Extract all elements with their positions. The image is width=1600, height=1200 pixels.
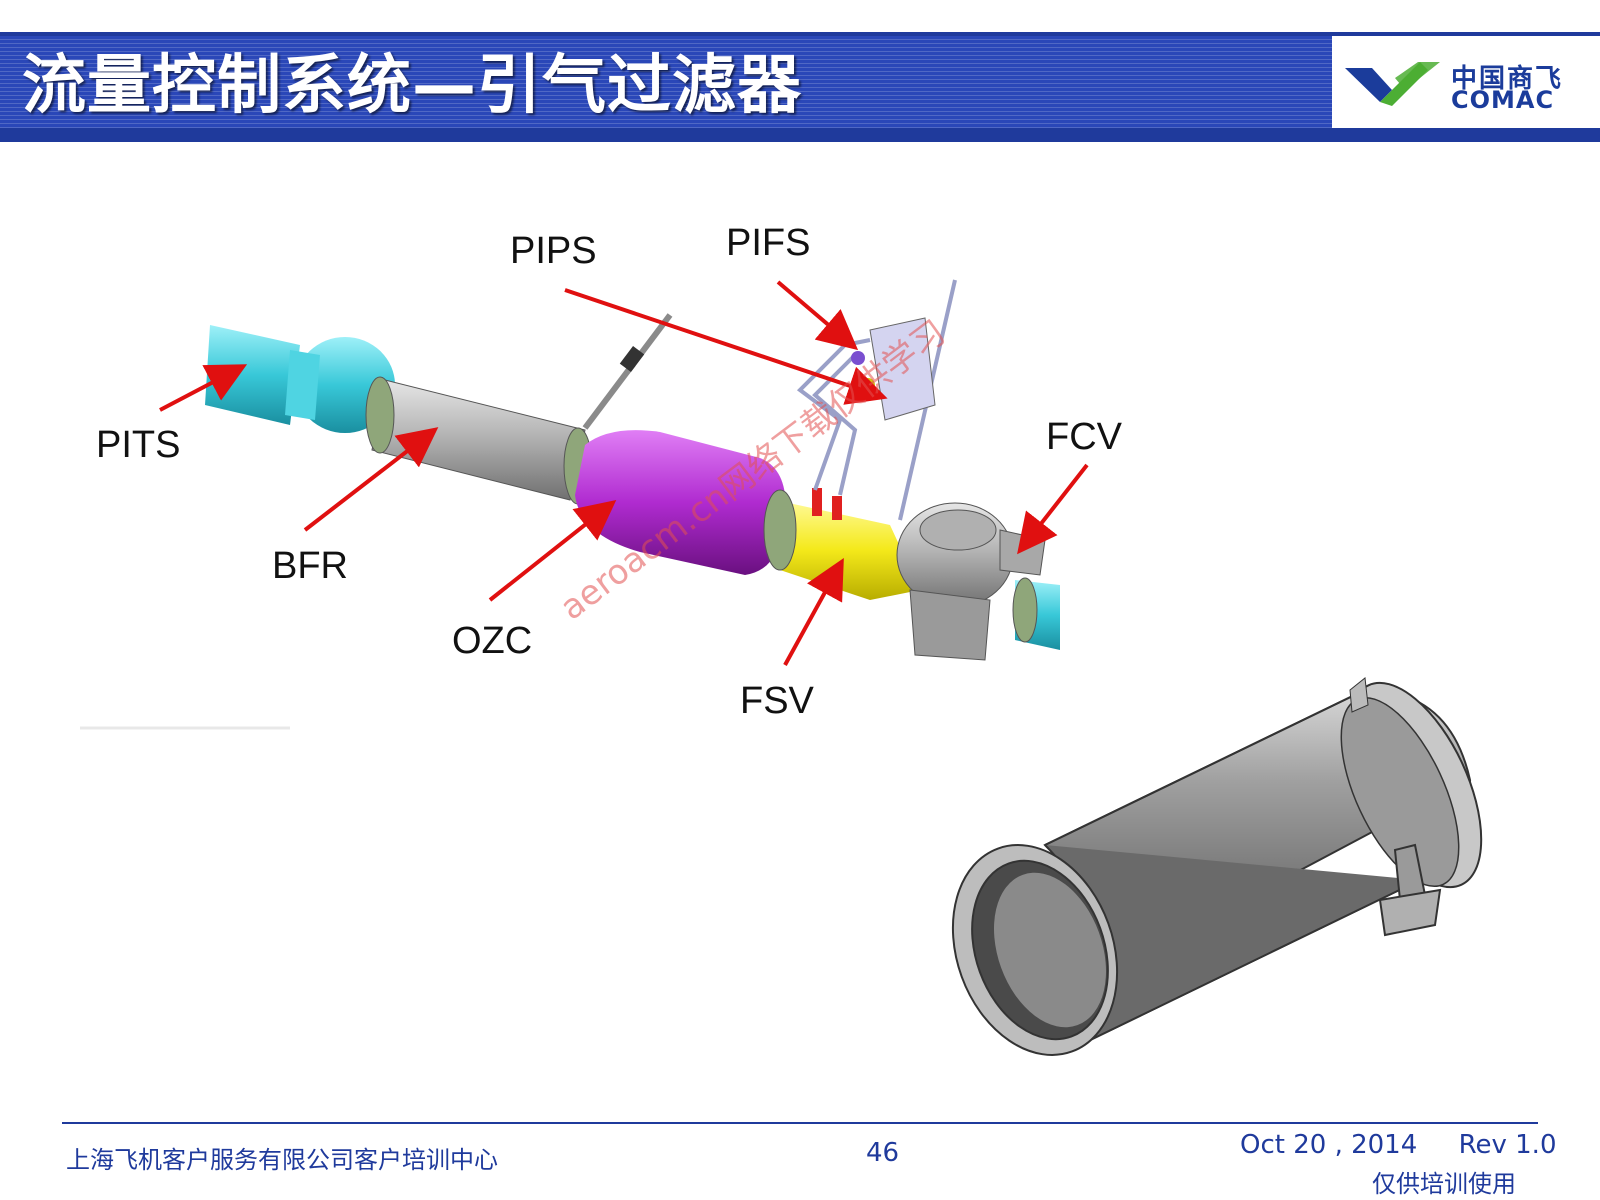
label-pips: PIPS (510, 230, 597, 272)
fcv-valve (896, 502, 1060, 661)
label-fcv: FCV (1046, 416, 1122, 458)
page-number: 46 (866, 1138, 900, 1168)
label-fsv: FSV (740, 680, 814, 722)
pips-probe (582, 313, 673, 430)
footer-date-revision: Oct 20 , 2014 Rev 1.0 (1240, 1130, 1557, 1160)
label-ozc: OZC (452, 620, 533, 662)
logo-english-text: COMAC (1451, 86, 1555, 114)
label-pifs: PIFS (726, 222, 811, 264)
title-bar (0, 36, 1332, 128)
callout-arrows (159, 280, 1089, 666)
footer-organization: 上海飞机客户服务有限公司客户培训中心 (66, 1146, 498, 1174)
slide-title: 流量控制系统—引气过滤器 (22, 49, 802, 123)
label-bfr: BFR (272, 545, 348, 587)
footer-divider (62, 1122, 1538, 1124)
label-pits: PITS (96, 424, 181, 466)
logo-chinese-text: 中国商飞 (1451, 64, 1564, 94)
footer-training-note: 仅供培训使用 (1372, 1170, 1516, 1198)
ozc-converter (575, 430, 786, 575)
